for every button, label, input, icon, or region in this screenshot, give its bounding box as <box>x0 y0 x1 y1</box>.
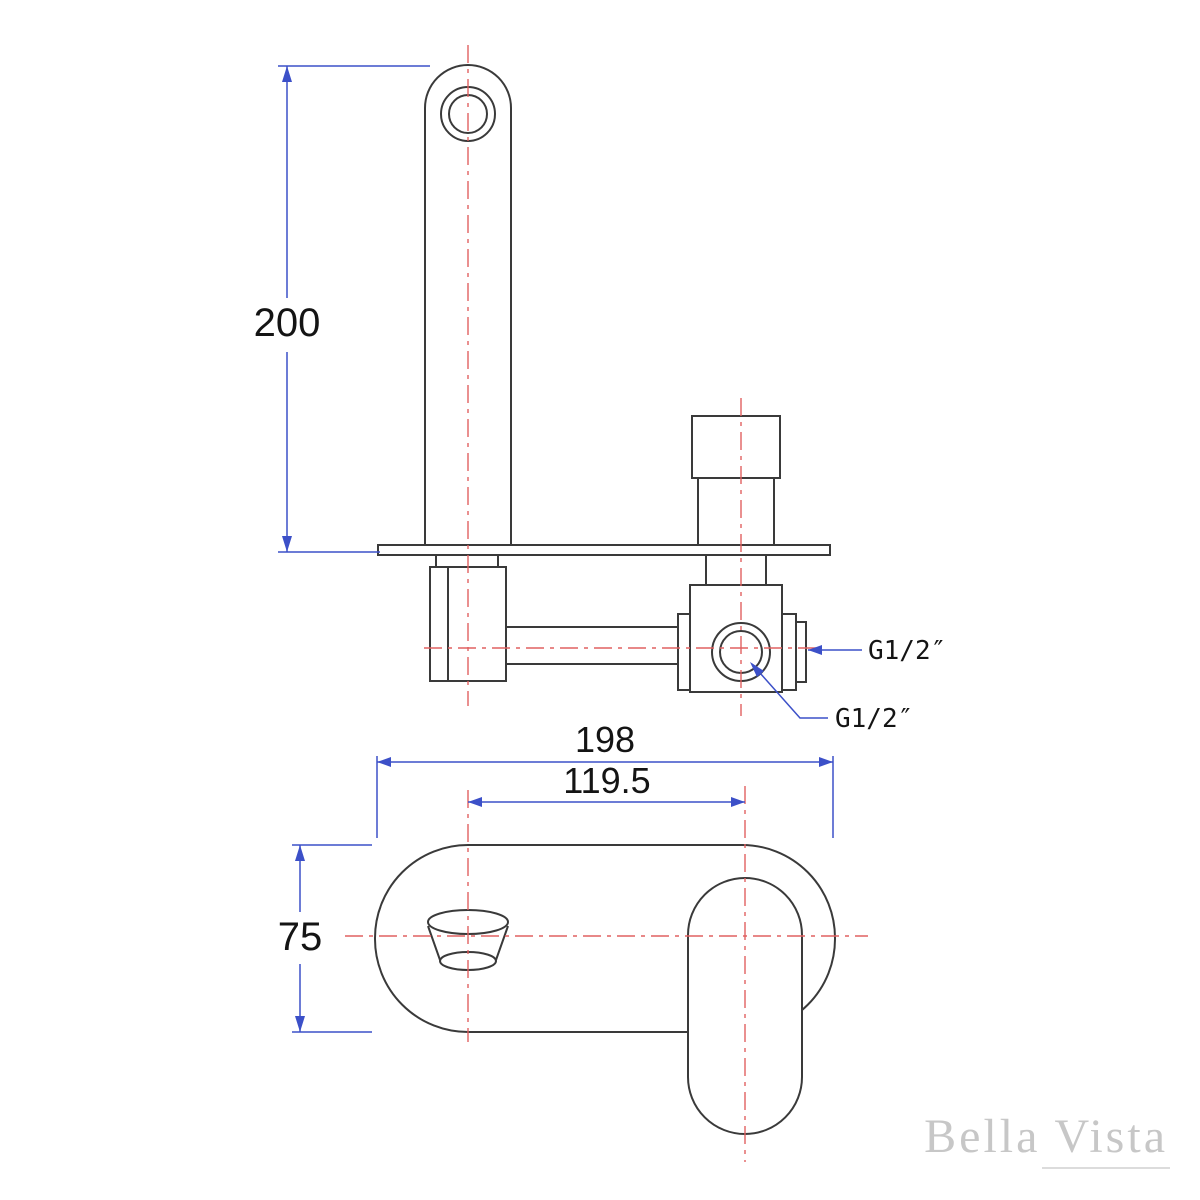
thread-bottom-label: G1/2″ <box>835 704 913 734</box>
side-view <box>377 64 831 693</box>
spout-side-outline <box>424 64 512 545</box>
valve-left-flange <box>677 613 691 691</box>
dim-119-arrow-right <box>731 797 745 807</box>
dimension-width-198: 198 <box>376 719 834 838</box>
thread-side-label: G1/2″ <box>868 636 946 666</box>
dim-198-arrow-right <box>819 757 833 767</box>
dim-200-label: 200 <box>254 301 321 345</box>
callout-thread-side: G1/2″ <box>808 636 946 666</box>
dimension-offset-119-5: 119.5 <box>468 760 745 807</box>
spout-neck <box>435 554 499 568</box>
dimension-height-75: 75 <box>278 844 372 1033</box>
dimension-height-200: 200 <box>254 65 430 553</box>
thread-side-arrow <box>808 645 822 655</box>
brand-mark: Bella Vista <box>924 1110 1170 1169</box>
thread-bottom-arrow <box>750 662 764 677</box>
valve-right-flange <box>781 613 797 691</box>
dim-198-arrow-left <box>377 757 391 767</box>
dim-200-arrow-down <box>282 536 292 552</box>
handle-cap <box>691 415 781 479</box>
valve-end-cap <box>795 621 807 683</box>
spout-front-right-edge <box>495 925 509 961</box>
connecting-pipe <box>505 626 679 665</box>
dim-75-label: 75 <box>278 915 323 959</box>
dim-119-label: 119.5 <box>563 760 650 801</box>
dim-198-label: 198 <box>575 719 635 760</box>
dim-200-arrow-up <box>282 66 292 82</box>
spout-front-left-edge <box>427 925 441 961</box>
front-view <box>374 844 836 1135</box>
wall-plate-side <box>377 544 831 556</box>
dim-75-arrow-down <box>295 1016 305 1032</box>
center-lines <box>345 45 868 1162</box>
valve-neck <box>705 554 767 586</box>
thread-bottom-leader <box>751 663 828 719</box>
callout-thread-bottom: G1/2″ <box>750 662 913 734</box>
dim-119-arrow-left <box>468 797 482 807</box>
dim-75-arrow-up <box>295 845 305 861</box>
handle-body <box>697 477 775 546</box>
brand-logo-text: Bella Vista <box>924 1110 1168 1163</box>
